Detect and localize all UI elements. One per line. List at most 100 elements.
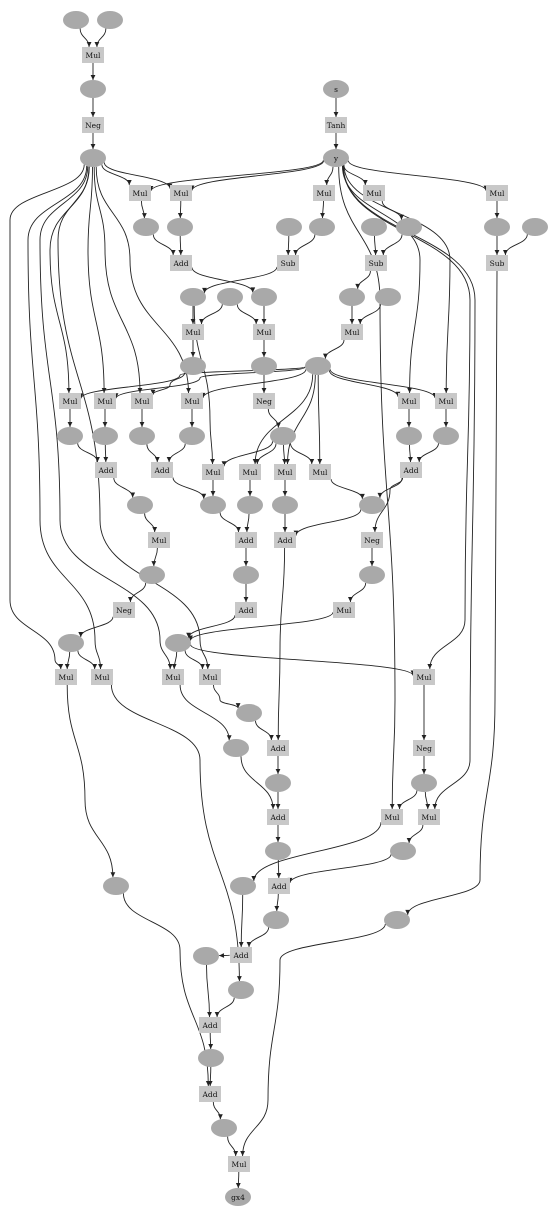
arrowhead-v_r2e-to-mul_d3 — [357, 319, 363, 324]
edge-hub_m-to-mul_e1 — [80, 366, 306, 399]
op-node-mul_l2: Mul — [418, 809, 440, 825]
op-node-mul_j3: Mul — [162, 669, 184, 685]
op-box — [170, 255, 192, 271]
arrowhead-mul_d3-to-hub_m — [323, 353, 328, 359]
op-node-mul_e2: Mul — [94, 393, 116, 409]
edge-v_r5b-to-add_h1 — [219, 512, 239, 533]
node-label: Mul — [59, 673, 75, 682]
op-box — [202, 464, 224, 480]
node-label: Mul — [490, 189, 506, 198]
arrowhead-v_r8b-to-add_l — [270, 804, 276, 809]
value-ellipse — [411, 774, 437, 792]
op-node-neg_b: Neg — [253, 393, 275, 409]
value-ellipse — [80, 149, 106, 167]
edge-mul_i-to-v_r7b — [190, 611, 334, 641]
edge-mul_j4-to-v_r8a — [213, 684, 239, 709]
arrowhead-v_r14a-to-mul_q — [233, 1151, 239, 1156]
edge-v_r2b-to-mul_d1 — [201, 304, 223, 325]
op-box — [199, 1017, 221, 1033]
value-node-v_r2b — [217, 288, 243, 306]
edge-mul_l2-to-v_r10d — [408, 824, 424, 844]
value-node-v_r5c — [237, 496, 263, 514]
node-label: Add — [402, 466, 418, 475]
edge-v_r2e-to-mul_d3 — [359, 304, 381, 325]
op-node-add_n: Add — [230, 947, 252, 963]
op-node-mul_e4: Mul — [181, 393, 203, 409]
edge-hub_l-to-mul_b2 — [103, 162, 171, 189]
value-node-v_r9b — [265, 774, 291, 792]
op-box — [181, 393, 203, 409]
value-node-v_r13a — [198, 1049, 224, 1067]
arrowhead-v_r4d-to-add_f2 — [166, 457, 172, 462]
value-ellipse — [180, 288, 206, 306]
value-ellipse — [396, 427, 422, 445]
value-ellipse — [251, 357, 277, 375]
edge-v1-to-mul_a — [79, 28, 90, 48]
op-box — [274, 464, 296, 480]
op-box — [170, 185, 192, 201]
op-node-mul_e6: Mul — [435, 393, 457, 409]
op-box — [151, 462, 173, 478]
op-node-mul_g1: Mul — [202, 464, 224, 480]
edge-y-to-mul_b2 — [191, 160, 325, 191]
node-label: Add — [269, 744, 285, 753]
op-box — [199, 669, 221, 685]
arrowhead-neg_d-to-v_r7a — [78, 632, 84, 637]
edge-y-to-mul_e6 — [343, 165, 451, 394]
arrowhead-v_r9a-to-mul_l2 — [425, 804, 431, 809]
value-ellipse — [198, 1049, 224, 1067]
arrowhead-v_r3a-to-mul_e3 — [150, 389, 156, 395]
value-node-hub_l — [80, 149, 106, 167]
value-ellipse — [180, 357, 206, 375]
node-label: Mul — [417, 673, 433, 682]
value-ellipse — [361, 218, 387, 236]
node-label: Add — [270, 882, 286, 891]
value-ellipse — [265, 842, 291, 860]
arrowhead-v_r4f-to-add_f3 — [416, 457, 422, 462]
arrowhead-add_k-to-v_r9b — [275, 769, 281, 774]
edge-hub_l-to-mul_e2 — [87, 166, 105, 394]
value-ellipse — [251, 288, 277, 306]
op-box — [228, 1156, 250, 1172]
edge-hub_l-to-mul_j2 — [27, 165, 101, 670]
arrowhead-y-to-mul_l2 — [432, 804, 438, 809]
op-box — [162, 669, 184, 685]
op-node-tanh: Tanh — [325, 117, 347, 133]
value-node-v_r3b — [251, 357, 277, 375]
edge-v_r1d-to-sub_a — [295, 234, 316, 256]
edge-v_r10a-to-add_p — [122, 893, 209, 1087]
node-label: Tanh — [327, 121, 346, 130]
value-node-v_r14a — [211, 1119, 237, 1137]
arrowhead-mul_d2-to-v_r3b — [261, 352, 267, 357]
value-ellipse — [359, 496, 385, 514]
op-box — [418, 809, 440, 825]
value-node-v_r12b — [228, 981, 254, 999]
op-node-neg_a: Neg — [82, 117, 104, 133]
value-ellipse — [103, 877, 129, 895]
op-node-neg_c: Neg — [361, 532, 383, 548]
value-node-v2 — [97, 11, 123, 29]
arrowhead-mul_d1-to-v_r3a — [190, 352, 196, 357]
edge-mul_l1-to-v_r10b — [253, 822, 382, 882]
value-node-v_r3a — [180, 357, 206, 375]
node-label: Add — [232, 951, 248, 960]
value-node-hub_c — [270, 427, 296, 445]
arrowhead-add_c-to-v_r2c — [250, 287, 256, 293]
arrowhead-neg_a-to-hub_l — [90, 144, 96, 149]
arrowhead-mul_h-to-v_r6a — [151, 561, 157, 567]
arrowhead-y-to-mul_b3 — [324, 180, 330, 185]
node-label: Mul — [232, 1160, 248, 1169]
edge-add_c-to-v_r2c — [191, 267, 254, 293]
value-node-v_r9a — [411, 774, 437, 792]
value-node-v_r6a — [139, 566, 165, 584]
arrowhead-hub_l-to-mul_j1 — [58, 664, 64, 669]
edge-hub_m-to-mul_g4 — [317, 374, 321, 465]
arrowhead-mul_g3-to-v_r5d — [282, 491, 288, 496]
edge-hub_l-to-mul_b1 — [101, 164, 130, 186]
arrowhead-sub_b-to-v_r2d — [355, 283, 361, 289]
op-node-mul_g2: Mul — [239, 464, 261, 480]
arrowhead-v_r4a-to-add_f1 — [95, 457, 100, 462]
node-label: Mul — [174, 189, 190, 198]
arrowhead-hub_m-to-mul_g2 — [252, 459, 258, 464]
